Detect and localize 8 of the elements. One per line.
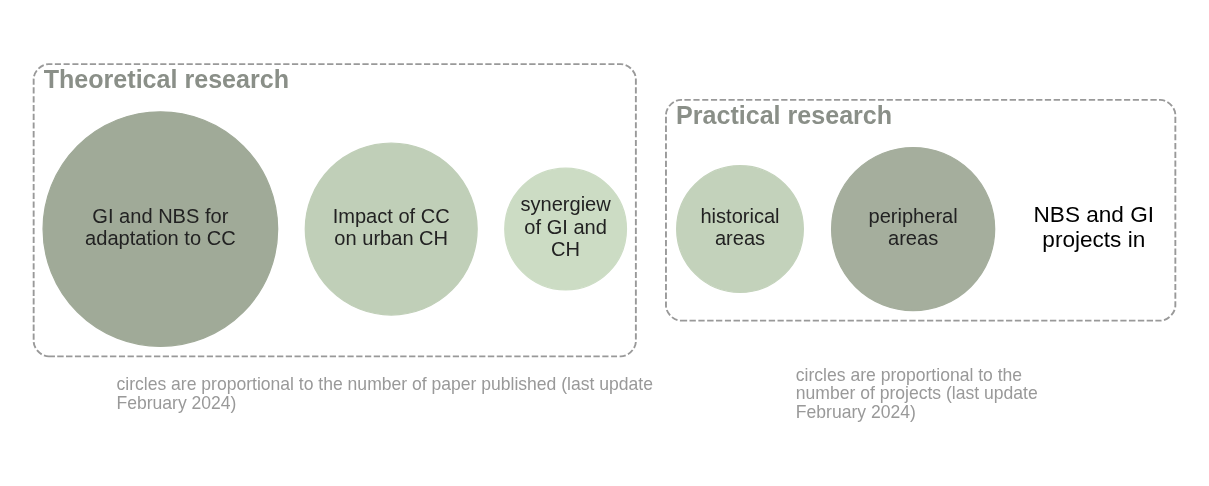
node-label: circles are proportional to the number of projects (last update February 2024) bbox=[795, 364, 1038, 422]
label: NBS and GI projects in bbox=[1033, 201, 1155, 252]
node-circle: GI and NBS for adaptation to CC bbox=[42, 110, 279, 347]
node-label: circles are proportional to the number of paper published (last update February 2024) bbox=[116, 373, 653, 413]
node-circle: Impact of CC on urban CH bbox=[304, 142, 478, 316]
node-circle: synergiew of GI and CH bbox=[504, 167, 628, 291]
node-circle: historical areas bbox=[676, 164, 804, 293]
node-circle: peripheral areas bbox=[830, 146, 996, 311]
